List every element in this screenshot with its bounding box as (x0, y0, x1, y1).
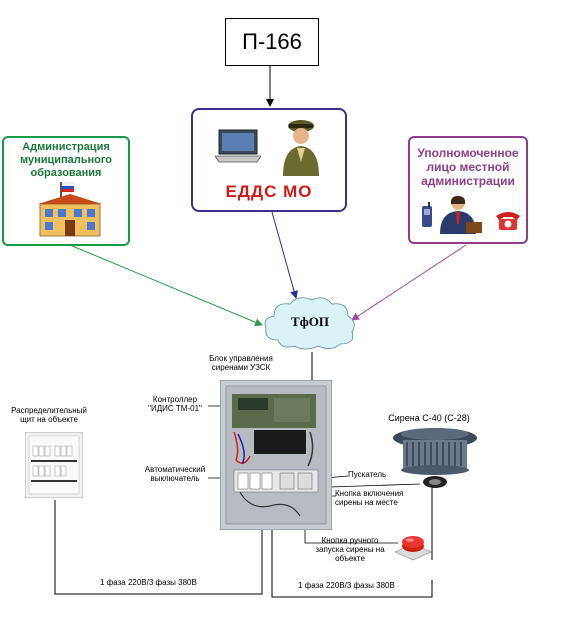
power-line-right (271, 495, 433, 598)
auto-switch-label: Автоматический выключатель (144, 465, 206, 483)
tfop-cloud (264, 297, 355, 350)
edds-box: ЕДДС МО (191, 108, 347, 212)
controller-label: Контроллер "ИДИС ТМ-01" (148, 395, 202, 413)
power-label-right: 1 фаза 220В/3 фазы 380В (298, 581, 395, 590)
arrow-admin-to-tfop (69, 244, 263, 326)
mobile-phone-icon (422, 202, 432, 227)
siren-icon (393, 428, 477, 488)
admin-mo-box: Администрация муниципального образования (2, 136, 130, 246)
button-local-label: Кнопка включения сирены на месте (335, 489, 404, 507)
starter-label: Пускатель (348, 470, 387, 479)
p166-box: П-166 (225, 18, 319, 66)
officer-icon (283, 120, 319, 176)
building-icon (38, 182, 102, 237)
arrow-authorized-to-tfop (351, 244, 467, 321)
authorized-label: Уполномоченное лицо местной администраци… (417, 146, 519, 188)
distribution-board (25, 432, 83, 498)
p166-label: П-166 (242, 29, 302, 54)
edds-label: ЕДДС МО (225, 182, 313, 201)
control-cabinet (220, 380, 332, 530)
power-line-left (54, 500, 263, 595)
power-label-left: 1 фаза 220В/3 фазы 380В (100, 578, 197, 587)
distribution-label: Распределительный щит на объекте (11, 406, 87, 424)
laptop-icon (215, 129, 261, 163)
authorized-box: Уполномоченное лицо местной администраци… (408, 136, 528, 244)
tfop-label: ТфОП (291, 314, 329, 329)
manual-start-button-icon (394, 536, 432, 561)
button-manual-label: Кнопка ручного запуска сирены на объекте (315, 536, 385, 563)
telephone-icon (496, 212, 520, 230)
admin-mo-label: Администрация муниципального образования (19, 141, 113, 179)
official-person-icon (440, 196, 482, 234)
siren-label: Сирена С-40 (С-28) (388, 413, 470, 423)
arrow-edds-to-tfop (271, 211, 298, 299)
control-block-label: Блок управления сиренами УЗСК (209, 354, 273, 372)
